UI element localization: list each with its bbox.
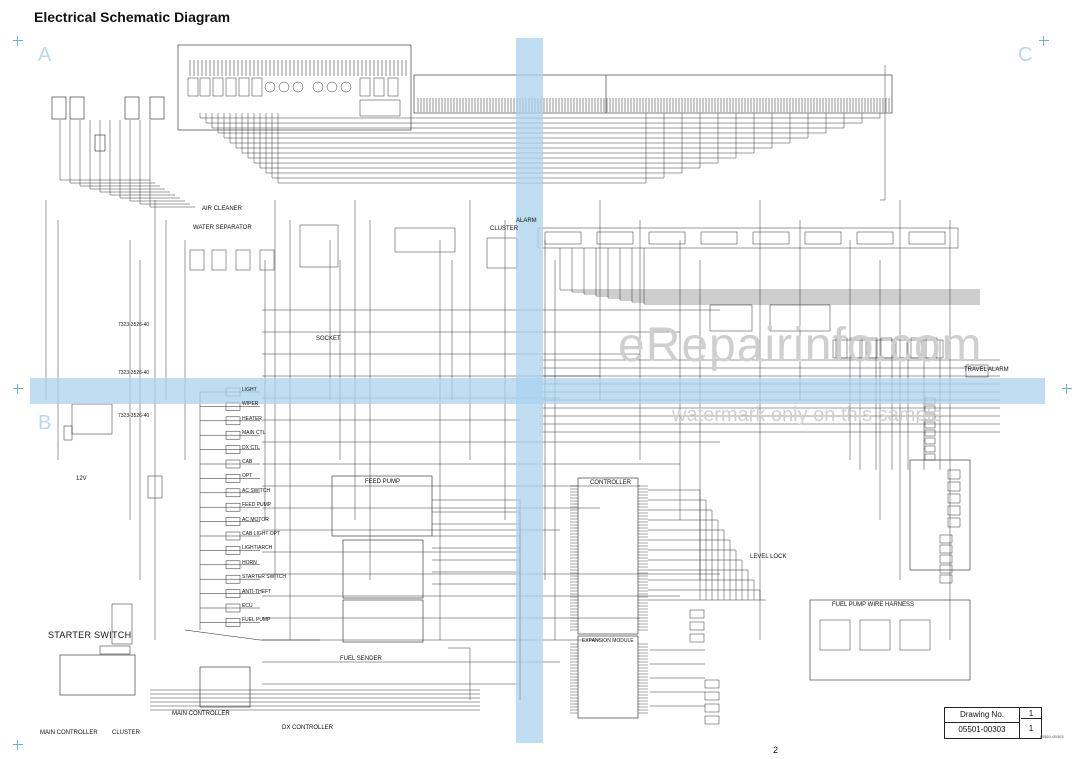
relay-label: OPT	[242, 473, 253, 480]
grid-letter-a: A	[38, 44, 52, 66]
relay-label: HEATER	[242, 415, 262, 422]
grid-letter-b: B	[38, 412, 52, 434]
fuse-code-2: 7323-3526-40	[118, 370, 150, 376]
highlight-band-horizontal	[30, 378, 1045, 404]
watermark-subtext: watermark only on this sample	[672, 404, 943, 426]
feed-pump-label: FEED PUMP	[365, 479, 401, 485]
travel-alarm-label: TRAVEL ALARM	[964, 367, 1009, 373]
relay-label: AC SWITCH	[242, 487, 271, 494]
connector-strip-frame	[413, 74, 893, 114]
fuse-box-frame	[177, 44, 412, 131]
relay-label: MAIN CTL	[242, 430, 266, 437]
sheet-number: 1	[1021, 709, 1041, 719]
alarm-top-label: ALARM	[516, 218, 537, 224]
dx-controller-label: DX CONTROLLER	[282, 725, 334, 731]
relay-label: CAB	[242, 459, 253, 465]
relay-label: ECU	[242, 603, 253, 609]
relay-label: DX CTL	[242, 444, 260, 451]
controller-label: CONTROLLER	[590, 480, 632, 486]
relay-label: ANTI-THEFT	[242, 588, 272, 595]
sensor-box	[51, 96, 67, 120]
cluster-bottom-label: CLUSTER	[112, 730, 141, 736]
registration-mark	[13, 740, 23, 750]
grid-letter-c: C	[1018, 44, 1033, 66]
controller-block	[577, 477, 639, 635]
relay-label: STARTER SWITCH	[242, 574, 286, 581]
page-title: Electrical Schematic Diagram	[34, 9, 231, 25]
air-cleaner-label: AIR CLEANER	[202, 206, 243, 212]
fuse-code-1: 7323-3526-40	[118, 322, 150, 328]
drawing-number-box: Drawing No. 05501-00303 1 1	[944, 707, 1042, 739]
main-controller-label: MAIN CONTROLLER	[40, 730, 98, 736]
fuse-code-3: 7323-3526-40	[118, 413, 150, 419]
registration-mark	[1039, 36, 1049, 46]
registration-mark	[13, 36, 23, 46]
relay-label: FEED PUMP	[242, 502, 272, 509]
battery-label: 12V	[76, 476, 87, 482]
expansion-module-label: EXPANSION MODULE	[582, 638, 634, 644]
relay-label: CAB LIGHT OPT	[242, 531, 280, 537]
fuel-pump-harness-label: FUEL PUMP WIRE HARNESS	[832, 602, 915, 608]
page-number: 2	[773, 745, 779, 755]
starter-switch-label: STARTER SWITCH	[48, 630, 132, 640]
registration-mark	[1062, 384, 1072, 394]
relay-label: HORN	[242, 559, 257, 566]
corner-code: 05501-00303	[1040, 734, 1064, 739]
water-separator-label: WATER SEPARATOR	[193, 225, 252, 231]
relay-label: WIPER	[242, 401, 259, 408]
socket-label: SOCKET	[316, 336, 341, 342]
relay-label: LIGHT/ARCH	[242, 545, 273, 552]
registration-mark	[13, 384, 23, 394]
drawing-number-value: 05501-00303	[958, 725, 1006, 734]
level-lock-label: LEVEL LOCK	[750, 554, 787, 560]
cluster-top-label: CLUSTER	[490, 226, 519, 232]
relay-label: FUEL PUMP	[242, 617, 271, 624]
sheet-total: 1	[1028, 724, 1034, 733]
relay-label: AC MOTOR	[242, 516, 269, 523]
main-controller2-label: MAIN CONTROLLER	[172, 711, 230, 717]
fuel-pump-harness-frame	[809, 599, 971, 681]
watermark-text: eRepairinfo.com	[618, 319, 983, 372]
drawing-number-label: Drawing No.	[945, 708, 1019, 723]
expansion-module-block	[577, 635, 639, 719]
fuel-sender-label: FUEL SENDER	[340, 656, 382, 662]
relay-label: LIGHT	[242, 387, 257, 393]
